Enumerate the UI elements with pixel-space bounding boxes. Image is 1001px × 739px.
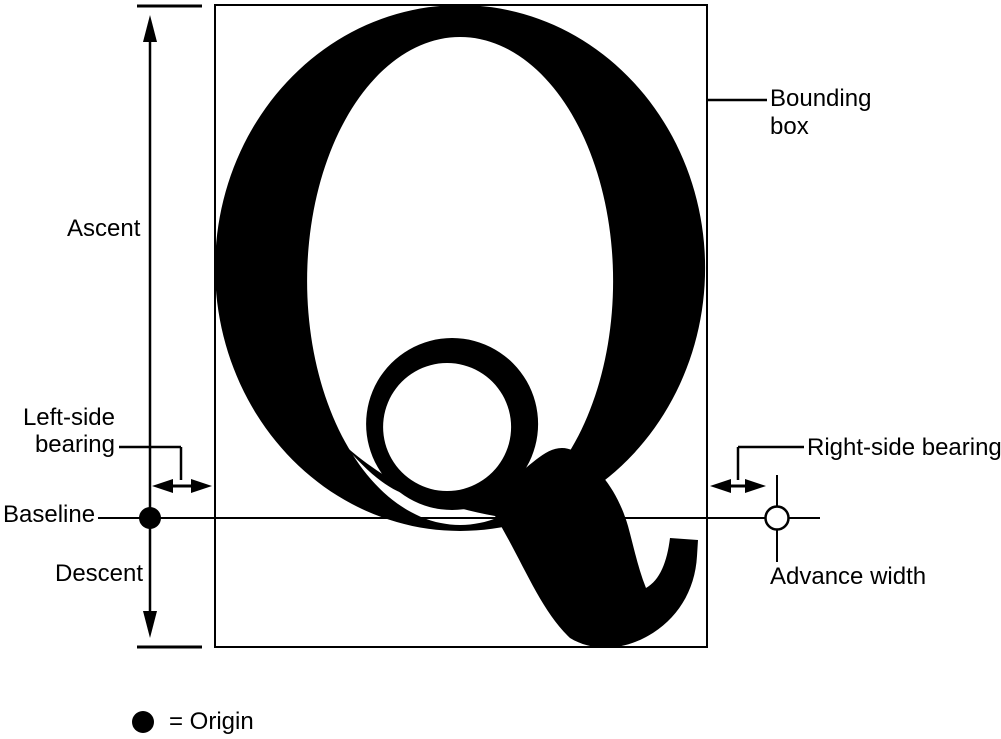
glyph-bowl <box>215 5 706 531</box>
descent-label: Descent <box>55 560 144 587</box>
right-side-bearing-label: Right-side bearing <box>807 434 1001 461</box>
right-bearing-callout <box>736 445 804 480</box>
advance-width-label: Advance width <box>770 563 927 590</box>
left-bearing-callout <box>119 445 183 480</box>
right-bearing-arrow <box>710 479 766 493</box>
left-bearing-arrow <box>152 479 212 493</box>
bounding-box-line1: Bounding <box>770 85 872 112</box>
arrow-right-head <box>191 479 212 493</box>
arrow-right-head <box>745 479 766 493</box>
bounding-box-rect <box>214 4 708 648</box>
arrow-left-head <box>152 479 173 493</box>
baseline-label: Baseline <box>3 501 96 528</box>
arrow-down-head <box>143 611 157 638</box>
left-side-bearing-line2: bearing <box>34 431 115 458</box>
bounding-box-label: Bounding box <box>770 85 871 141</box>
ascent-descent-arrow <box>143 15 157 638</box>
bounding-box-line2: box <box>770 113 809 140</box>
glyph-q <box>215 5 706 648</box>
arrow-left-head <box>710 479 731 493</box>
glyph-tail <box>342 443 698 648</box>
ascent-label: Ascent <box>67 215 141 242</box>
glyph-inner-ring <box>366 338 539 510</box>
left-side-bearing-label: Left-side bearing <box>20 404 115 458</box>
origin-legend-dot <box>132 711 154 733</box>
origin-legend-label: = Origin <box>169 708 254 735</box>
left-side-bearing-line1: Left-side <box>22 404 115 431</box>
arrow-up-head <box>143 15 157 42</box>
origin-dot <box>139 507 161 529</box>
advance-width-circle <box>764 505 790 531</box>
